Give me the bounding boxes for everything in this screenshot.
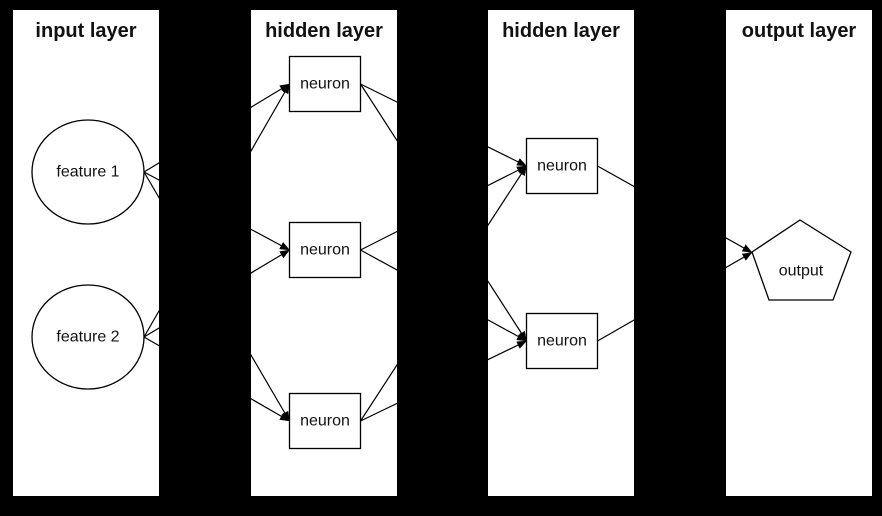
node-h2-1 — [525, 137, 599, 195]
output-layer-title: output layer — [742, 20, 857, 42]
nodes: feature 1 feature 2 neuron neuron neuron… — [31, 55, 852, 450]
node-h1-2-label: neuron — [300, 242, 350, 259]
node-h2-2 — [525, 312, 599, 370]
input-layer-panel — [13, 10, 159, 496]
node-feature-2 — [31, 284, 145, 390]
node-h1-1 — [288, 55, 362, 113]
layer-titles: input layer hidden layer hidden layer ou… — [35, 20, 856, 42]
node-h2-2-label: neuron — [537, 333, 587, 350]
hidden-layer-2-title: hidden layer — [502, 20, 620, 42]
input-layer-title: input layer — [35, 20, 136, 42]
node-feature-1 — [31, 119, 145, 225]
node-feature-1-label: feature 1 — [56, 164, 119, 181]
node-h1-1-label: neuron — [300, 76, 350, 93]
hidden-layer-1-title: hidden layer — [265, 20, 383, 42]
node-feature-2-label: feature 2 — [56, 329, 119, 346]
node-output-label: output — [779, 263, 824, 280]
node-h2-1-label: neuron — [537, 158, 587, 175]
node-h1-3-label: neuron — [300, 413, 350, 430]
hidden-layer-2-panel — [488, 10, 634, 496]
node-h1-2 — [288, 221, 362, 279]
node-output — [751, 219, 852, 301]
node-h1-3 — [288, 392, 362, 450]
